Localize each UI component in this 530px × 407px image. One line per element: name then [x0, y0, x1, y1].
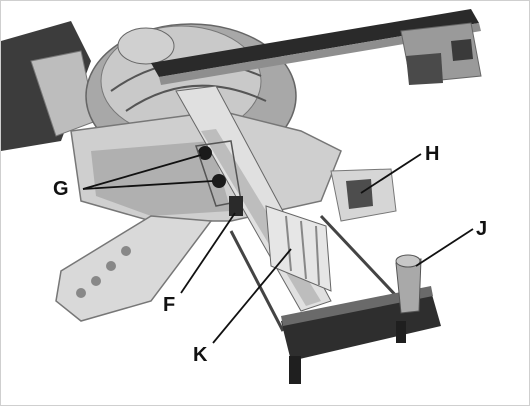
- bracket-h-dark: [346, 179, 373, 209]
- scale-arc-2: [125, 84, 267, 112]
- extension-arm: [55, 215, 213, 322]
- arm-hole: [76, 288, 86, 298]
- comb-slot: [285, 215, 292, 272]
- leader-f: [180, 212, 236, 294]
- leader-h: [360, 153, 422, 194]
- end-stop-foot: [396, 321, 406, 343]
- leader-j: [415, 228, 474, 267]
- guide-rail: [151, 9, 479, 77]
- arm-hole: [91, 276, 101, 286]
- comb-slot: [315, 225, 320, 286]
- callout-f: F: [163, 294, 176, 316]
- stop-block-k: [265, 205, 332, 292]
- rail-clamp: [451, 39, 473, 61]
- callout-g: G: [53, 178, 69, 200]
- guide-rod: [229, 230, 285, 332]
- callout-h: H: [425, 143, 440, 165]
- comb-slot: [300, 220, 307, 280]
- callout-j: J: [476, 218, 488, 240]
- arm-hole: [106, 261, 116, 271]
- end-stop-foot: [289, 356, 301, 384]
- leader-k: [212, 248, 292, 344]
- rail-end-block-dark: [406, 53, 443, 85]
- leader-g-1: [82, 154, 202, 190]
- guide-rail-edge: [159, 23, 481, 85]
- leader-g-2: [82, 180, 214, 190]
- callout-k: K: [193, 344, 208, 366]
- lock-f: [229, 196, 243, 216]
- arm-shadow: [91, 141, 231, 216]
- guide-rod: [319, 214, 403, 303]
- end-stop-bar-top: [281, 286, 433, 326]
- knob-g-lower: [212, 174, 226, 188]
- knob-g-upper: [198, 146, 212, 160]
- pivot-hub: [117, 27, 175, 65]
- clamp-knob-j-top: [395, 254, 421, 268]
- arm-hole: [121, 246, 131, 256]
